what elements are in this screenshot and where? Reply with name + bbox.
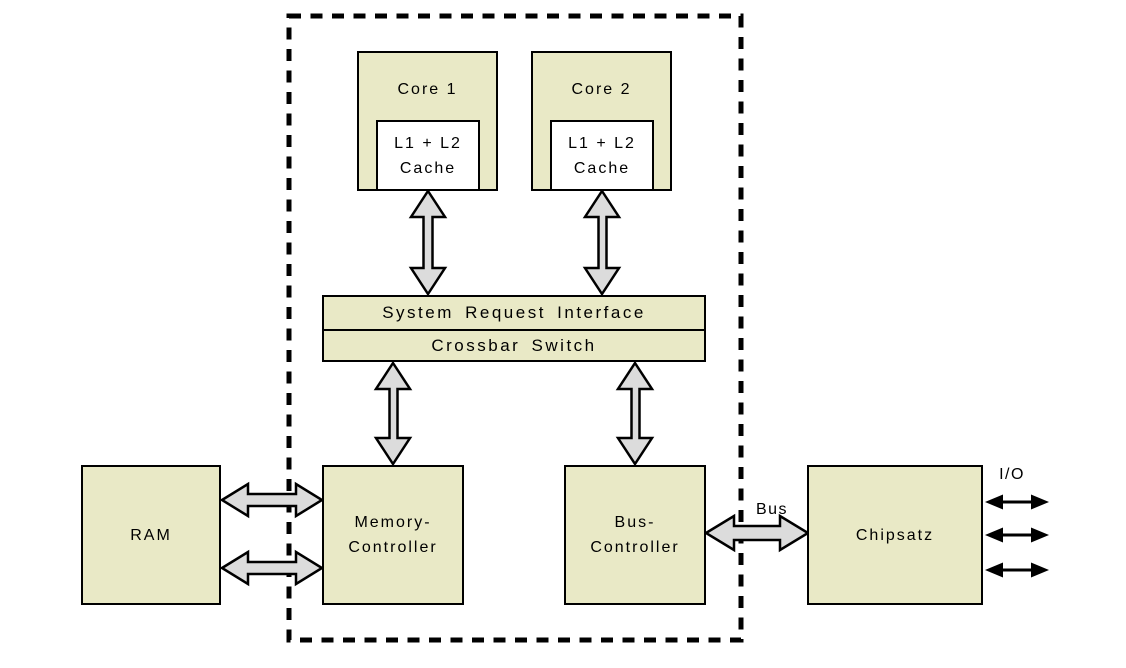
crossbar-switch-bar: Crossbar Switch bbox=[322, 329, 706, 362]
ram-label: RAM bbox=[130, 526, 172, 544]
bus-controller-label-line1: Bus- bbox=[614, 514, 656, 531]
crossbar-switch-label: Crossbar Switch bbox=[431, 335, 597, 355]
io-label: I/O bbox=[999, 466, 1025, 483]
cache-label-line2: Cache bbox=[399, 159, 457, 177]
cache-label-line1: L1 + L2 bbox=[568, 134, 636, 152]
cpu-package-dashed-boundary bbox=[286, 13, 744, 643]
chipset-label: Chipsatz bbox=[855, 526, 935, 544]
bus-controller-label-line2: Controller bbox=[590, 539, 680, 556]
core2-sri-double-arrow bbox=[582, 188, 622, 297]
chipset-box: Chipsatz bbox=[807, 465, 983, 605]
core1-label: Core 1 bbox=[397, 81, 458, 98]
cache-label-line1: L1 + L2 bbox=[394, 134, 462, 152]
memory-controller-label-line1: Memory- bbox=[354, 514, 432, 531]
bus-double-arrow bbox=[703, 513, 811, 553]
bus-label: Bus bbox=[755, 501, 789, 518]
memory-controller-box: Memory- Controller bbox=[322, 465, 464, 605]
ram-box: RAM bbox=[81, 465, 221, 605]
io-arrow-3 bbox=[985, 562, 1049, 578]
core1-sri-double-arrow bbox=[408, 188, 448, 297]
system-request-interface-label: System Request Interface bbox=[382, 303, 646, 322]
core2-label: Core 2 bbox=[571, 81, 632, 98]
cache-label-line2: Cache bbox=[573, 159, 631, 177]
crossbar-bus-controller-double-arrow bbox=[615, 360, 655, 467]
bus-controller-box: Bus- Controller bbox=[564, 465, 706, 605]
crossbar-memory-controller-double-arrow bbox=[373, 360, 413, 467]
core1-cache-box: L1 + L2 Cache bbox=[376, 120, 480, 191]
system-request-interface-bar: System Request Interface bbox=[322, 295, 706, 331]
core2-cache-box: L1 + L2 Cache bbox=[550, 120, 654, 191]
ram-memory-double-arrow-lower bbox=[219, 549, 325, 587]
io-arrow-1 bbox=[985, 494, 1049, 510]
ram-memory-double-arrow-upper bbox=[219, 481, 325, 519]
io-arrow-2 bbox=[985, 527, 1049, 543]
memory-controller-label-line2: Controller bbox=[348, 539, 438, 556]
